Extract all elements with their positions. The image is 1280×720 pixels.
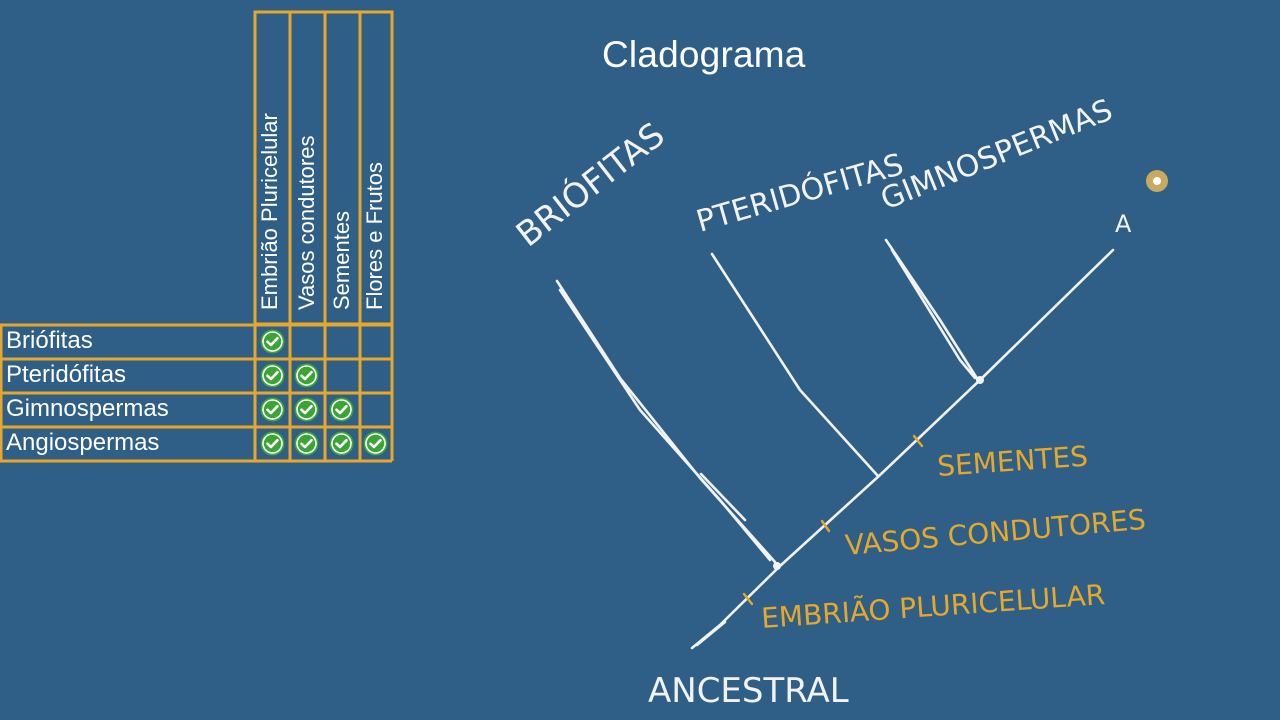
branch-pteridofitas — [710, 252, 880, 478]
node-dot — [773, 562, 781, 570]
branch-briofitas-stroke — [558, 288, 772, 562]
row-label-gimnospermas: Gimnospermas — [6, 395, 169, 422]
branch-gimnospermas-stroke — [890, 248, 977, 380]
trait-tick-sementes — [912, 434, 924, 448]
branch-briofitas-tick — [699, 472, 747, 522]
pointer-cursor-center — [1153, 177, 1161, 185]
node-dot — [976, 376, 984, 384]
check-icon — [260, 363, 285, 388]
taxon-label-angiospermas: A — [1115, 210, 1132, 238]
page-title: Cladograma — [602, 34, 806, 75]
row-label-angiospermas: Angiospermas — [6, 429, 160, 456]
taxon-label-gimnospermas: GIMNOSPERMAS — [876, 93, 1118, 218]
row-label-briofitas: Briófitas — [6, 327, 93, 354]
trait-label-embriao: EMBRIÃO PLURICELULAR — [760, 578, 1106, 635]
trait-tick-embriao — [742, 592, 754, 606]
trait-label-vasos: VASOS CONDUTORES — [844, 503, 1147, 562]
branch-briofitas — [555, 279, 777, 564]
row-label-pteridofitas: Pteridófitas — [6, 361, 127, 388]
branch-gimnospermas — [884, 238, 980, 382]
trait-tick-vasos — [820, 519, 831, 533]
check-icon — [294, 431, 319, 456]
table-grid — [0, 10, 394, 463]
root-label-ancestral: ANCESTRAL — [648, 671, 849, 711]
check-icon — [363, 431, 388, 456]
check-icon — [260, 431, 285, 456]
trait-label-sementes: SEMENTES — [936, 440, 1089, 483]
check-icon — [294, 363, 319, 388]
taxon-label-pteridofitas: PTERIDÓFITAS — [692, 145, 907, 239]
check-icon — [329, 397, 354, 422]
check-icon — [260, 329, 285, 354]
character-table: Embrião Pluricelular Vasos condutores Se… — [0, 0, 400, 470]
check-icon — [329, 431, 354, 456]
check-icon — [260, 397, 285, 422]
cladogram-trunk-stroke — [695, 620, 727, 647]
check-icon — [294, 397, 319, 422]
taxon-label-briofitas: BRIÓFITAS — [508, 114, 672, 255]
